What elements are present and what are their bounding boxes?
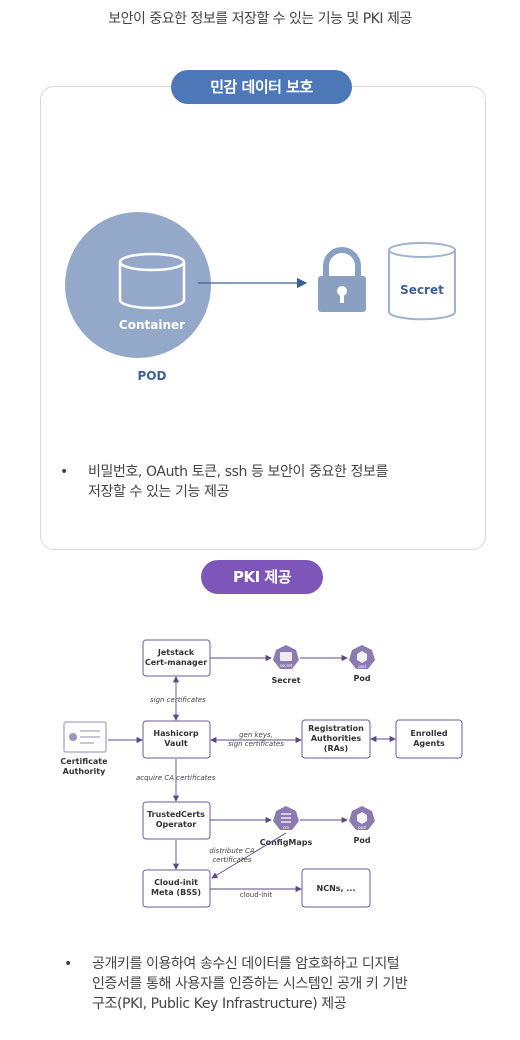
trusted-label-1: TrustedCerts [147, 810, 205, 819]
gen-keys-label-2: sign certificates [228, 740, 284, 748]
svg-text:cm: cm [283, 825, 289, 830]
distribute-label-1: distribute CA [209, 847, 255, 855]
ca-label-1: Certificate [60, 757, 108, 766]
distribute-label-2: certificates [212, 856, 251, 864]
sign-certs-label: sign certificates [150, 696, 206, 704]
enrolled-label-2: Agents [413, 739, 445, 748]
bullet-dot: • [60, 464, 68, 480]
secret-node-label: Secret [271, 676, 300, 685]
configmaps-label: ConfigMaps [260, 838, 313, 847]
jetstack-node [142, 639, 211, 677]
cloud-init-node [142, 869, 211, 908]
bullet2-line2: 인증서를 통해 사용자를 인증하는 시스템인 공개 키 기반 [92, 976, 408, 992]
cloud-init-edge-label: cloud-init [240, 891, 273, 899]
svg-text:secret: secret [280, 663, 293, 668]
jetstack-label-1: Jetstack [157, 648, 195, 657]
pki-pill: PKI 제공 [201, 560, 323, 594]
secret-k8s-icon: secret [273, 645, 299, 669]
pki-bullet: • 공개키를 이용하여 송수신 데이터를 암호화하고 디지털 인증서를 통해 사… [64, 954, 472, 1014]
gen-keys-label-1: gen keys, [239, 731, 273, 739]
certificate-icon [63, 721, 107, 753]
enrolled-label-1: Enrolled [410, 729, 448, 738]
sensitive-data-pill: 민감 데이터 보호 [171, 70, 352, 104]
cloud-init-label-2: Meta (BSS) [151, 888, 201, 897]
pod-k8s-icon-2: pod [349, 806, 375, 830]
bullet1-line1: 비밀번호, OAuth 토큰, ssh 등 보안이 중요한 정보를 [88, 464, 388, 480]
ra-label-3: (RAs) [324, 744, 348, 753]
vault-node [142, 720, 211, 759]
svg-text:pod: pod [358, 825, 366, 830]
vault-label-2: Vault [164, 739, 188, 748]
bullet-dot: • [64, 956, 72, 972]
pod-k8s-icon-1: pod [349, 645, 375, 669]
acquire-label: acquire CA certificates [136, 774, 216, 782]
ra-label-2: Authorities [311, 734, 362, 743]
bullet2-line1: 공개키를 이용하여 송수신 데이터를 암호화하고 디지털 [92, 956, 400, 972]
enrolled-node [395, 719, 463, 759]
sensitive-data-bullet: • 비밀번호, OAuth 토큰, ssh 등 보안이 중요한 정보를 저장할 … [60, 462, 468, 502]
trusted-label-2: Operator [156, 820, 197, 829]
configmaps-k8s-icon: cm [273, 806, 299, 830]
jetstack-label-2: Cert-manager [145, 658, 207, 667]
ra-node [301, 719, 371, 759]
bullet2-line3: 구조(PKI, Public Key Infrastructure) 제공 [92, 996, 347, 1012]
ncns-node [301, 868, 371, 908]
svg-text:pod: pod [358, 664, 366, 669]
ra-label-1: Registration [308, 724, 364, 733]
trusted-node [142, 801, 211, 840]
ca-label-2: Authority [63, 767, 106, 776]
ncns-label: NCNs, ... [317, 884, 356, 893]
bullet1-line2: 저장할 수 있는 기능 제공 [88, 484, 230, 500]
configmaps-to-cloud-edge [211, 832, 287, 879]
cloud-init-label-1: Cloud-init [154, 878, 198, 887]
page-title: 보안이 중요한 정보를 저장할 수 있는 기능 및 PKI 제공 [108, 11, 412, 27]
pod-node-label-2: Pod [353, 836, 370, 845]
pod-node-label-1: Pod [353, 674, 370, 683]
vault-label-1: Hashicorp [153, 729, 198, 738]
